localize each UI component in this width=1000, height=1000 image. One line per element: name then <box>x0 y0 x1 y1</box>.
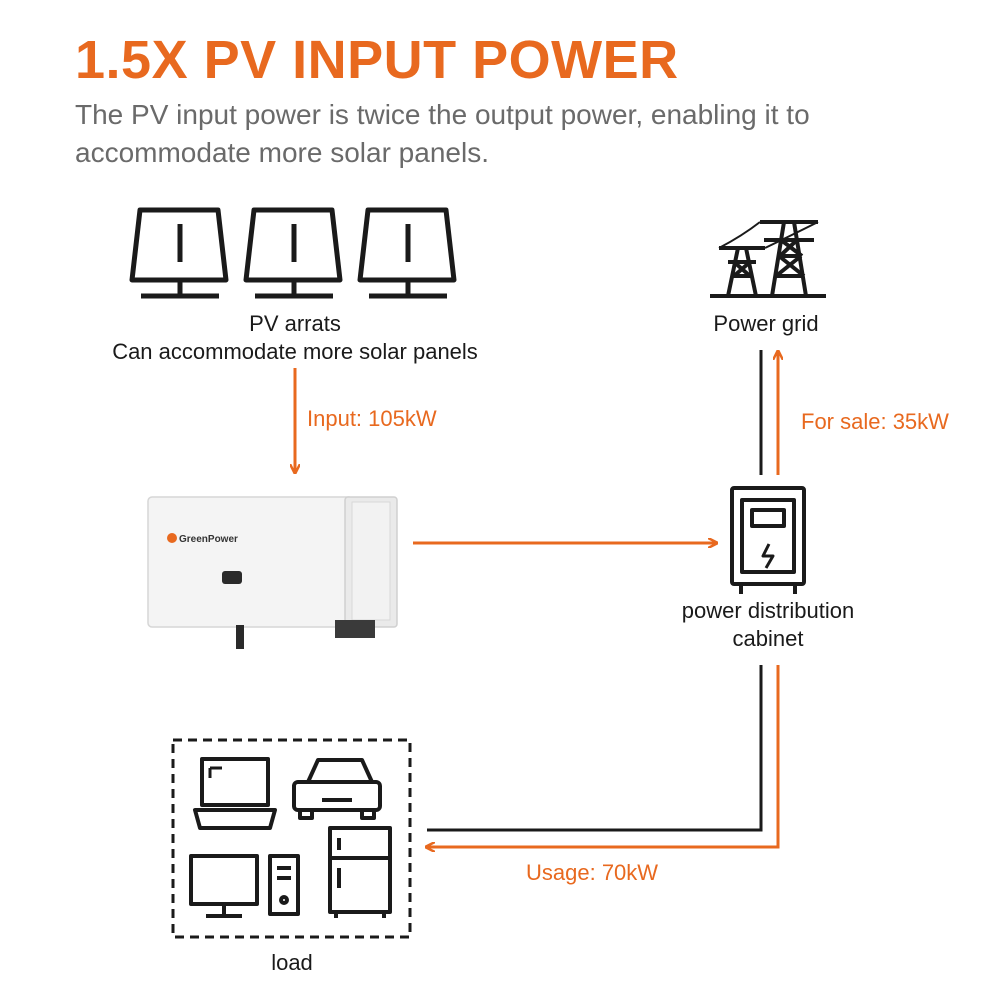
transmission-tower-icon <box>710 220 826 298</box>
brand-logo-icon <box>167 533 177 543</box>
page-subtitle: The PV input power is twice the output p… <box>75 99 810 168</box>
pv-arrays-label-line1: PV arrats <box>249 311 341 336</box>
load-label: load <box>271 950 313 975</box>
load-box <box>171 738 412 939</box>
distribution-cabinet-icon <box>730 486 806 594</box>
pc-tower-icon <box>268 854 300 916</box>
sale-flow-label: For sale: 35kW <box>801 409 949 434</box>
inverter-brand: GreenPower <box>179 534 238 545</box>
laptop-icon <box>193 757 277 830</box>
solar-panel-icon <box>357 207 457 299</box>
usage-flow-arrow <box>427 665 780 847</box>
page-title: 1.5X PV INPUT POWER <box>75 30 679 90</box>
input-flow-label: Input: 105kW <box>307 406 437 431</box>
power-grid-label: Power grid <box>713 311 819 336</box>
solar-panel-icon <box>243 207 343 299</box>
cabinet-label: power distribution cabinet <box>650 597 886 653</box>
car-icon <box>292 758 382 820</box>
solar-panel-icon <box>129 207 229 299</box>
monitor-icon <box>189 854 259 918</box>
load-cable-black <box>427 665 763 832</box>
pv-arrays-label: PV arrats Can accommodate more solar pan… <box>80 310 510 366</box>
pv-arrays-label-line2: Can accommodate more solar panels <box>112 339 478 364</box>
inverter-image: GreenPower <box>147 496 398 649</box>
refrigerator-icon <box>328 826 392 918</box>
usage-flow-label: Usage: 70kW <box>526 860 659 885</box>
cabinet-label-line2: cabinet <box>732 626 804 651</box>
cabinet-label-line1: power distribution <box>681 598 855 623</box>
